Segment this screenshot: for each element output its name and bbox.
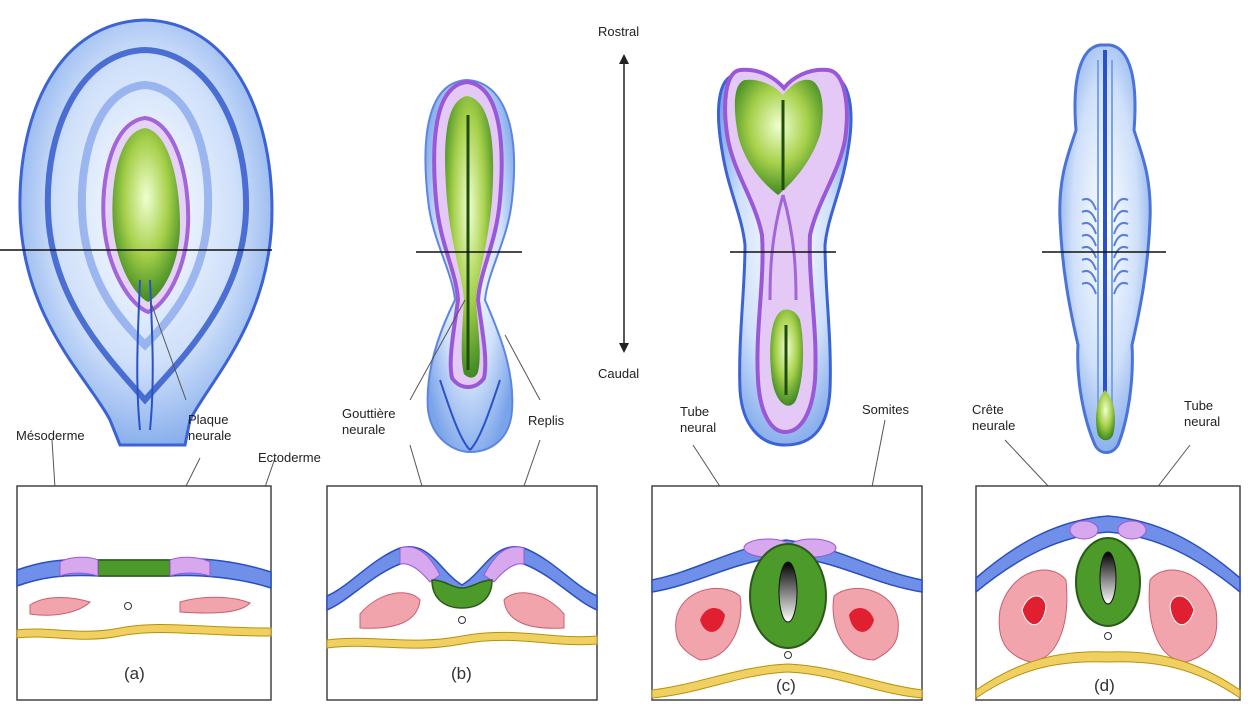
label-crete-neurale-2: neurale <box>972 418 1016 433</box>
label-ectoderme: Ectoderme <box>258 450 321 465</box>
rostro-caudal-axis <box>619 54 629 353</box>
label-tube-neural-c-2: neural <box>680 420 717 435</box>
label-plaque-neurale-2: neurale <box>188 428 232 443</box>
label-tube-neural-c-1: Tube <box>680 404 710 419</box>
panel-label-d: (d) <box>1094 676 1115 695</box>
label-crete-neurale-1: Crête <box>972 402 1004 417</box>
section-panel-d <box>975 485 1241 701</box>
label-tube-neural-d-1: Tube <box>1184 398 1214 413</box>
panel-label-a: (a) <box>124 664 145 683</box>
embryo-a <box>18 18 274 447</box>
label-replis: Replis <box>528 413 565 428</box>
section-panel-b <box>326 485 598 701</box>
axis-rostral-label: Rostral <box>598 24 640 39</box>
label-gouttiere-neurale-2: neurale <box>342 422 386 437</box>
label-somites: Somites <box>862 402 909 417</box>
label-tube-neural-d-2: neural <box>1184 414 1221 429</box>
embryo-d <box>1058 43 1152 454</box>
label-plaque-neurale-1: Plaque <box>188 412 229 427</box>
section-panel-c <box>651 485 923 701</box>
axis-caudal-label: Caudal <box>598 366 640 381</box>
label-mesoderme: Mésoderme <box>16 428 85 443</box>
section-panel-a <box>16 485 272 701</box>
panel-label-b: (b) <box>451 664 472 683</box>
label-gouttiere-neurale-1: Gouttière <box>342 406 396 421</box>
embryo-b <box>424 78 516 454</box>
embryo-c <box>717 67 853 447</box>
panel-label-c: (c) <box>776 676 796 695</box>
